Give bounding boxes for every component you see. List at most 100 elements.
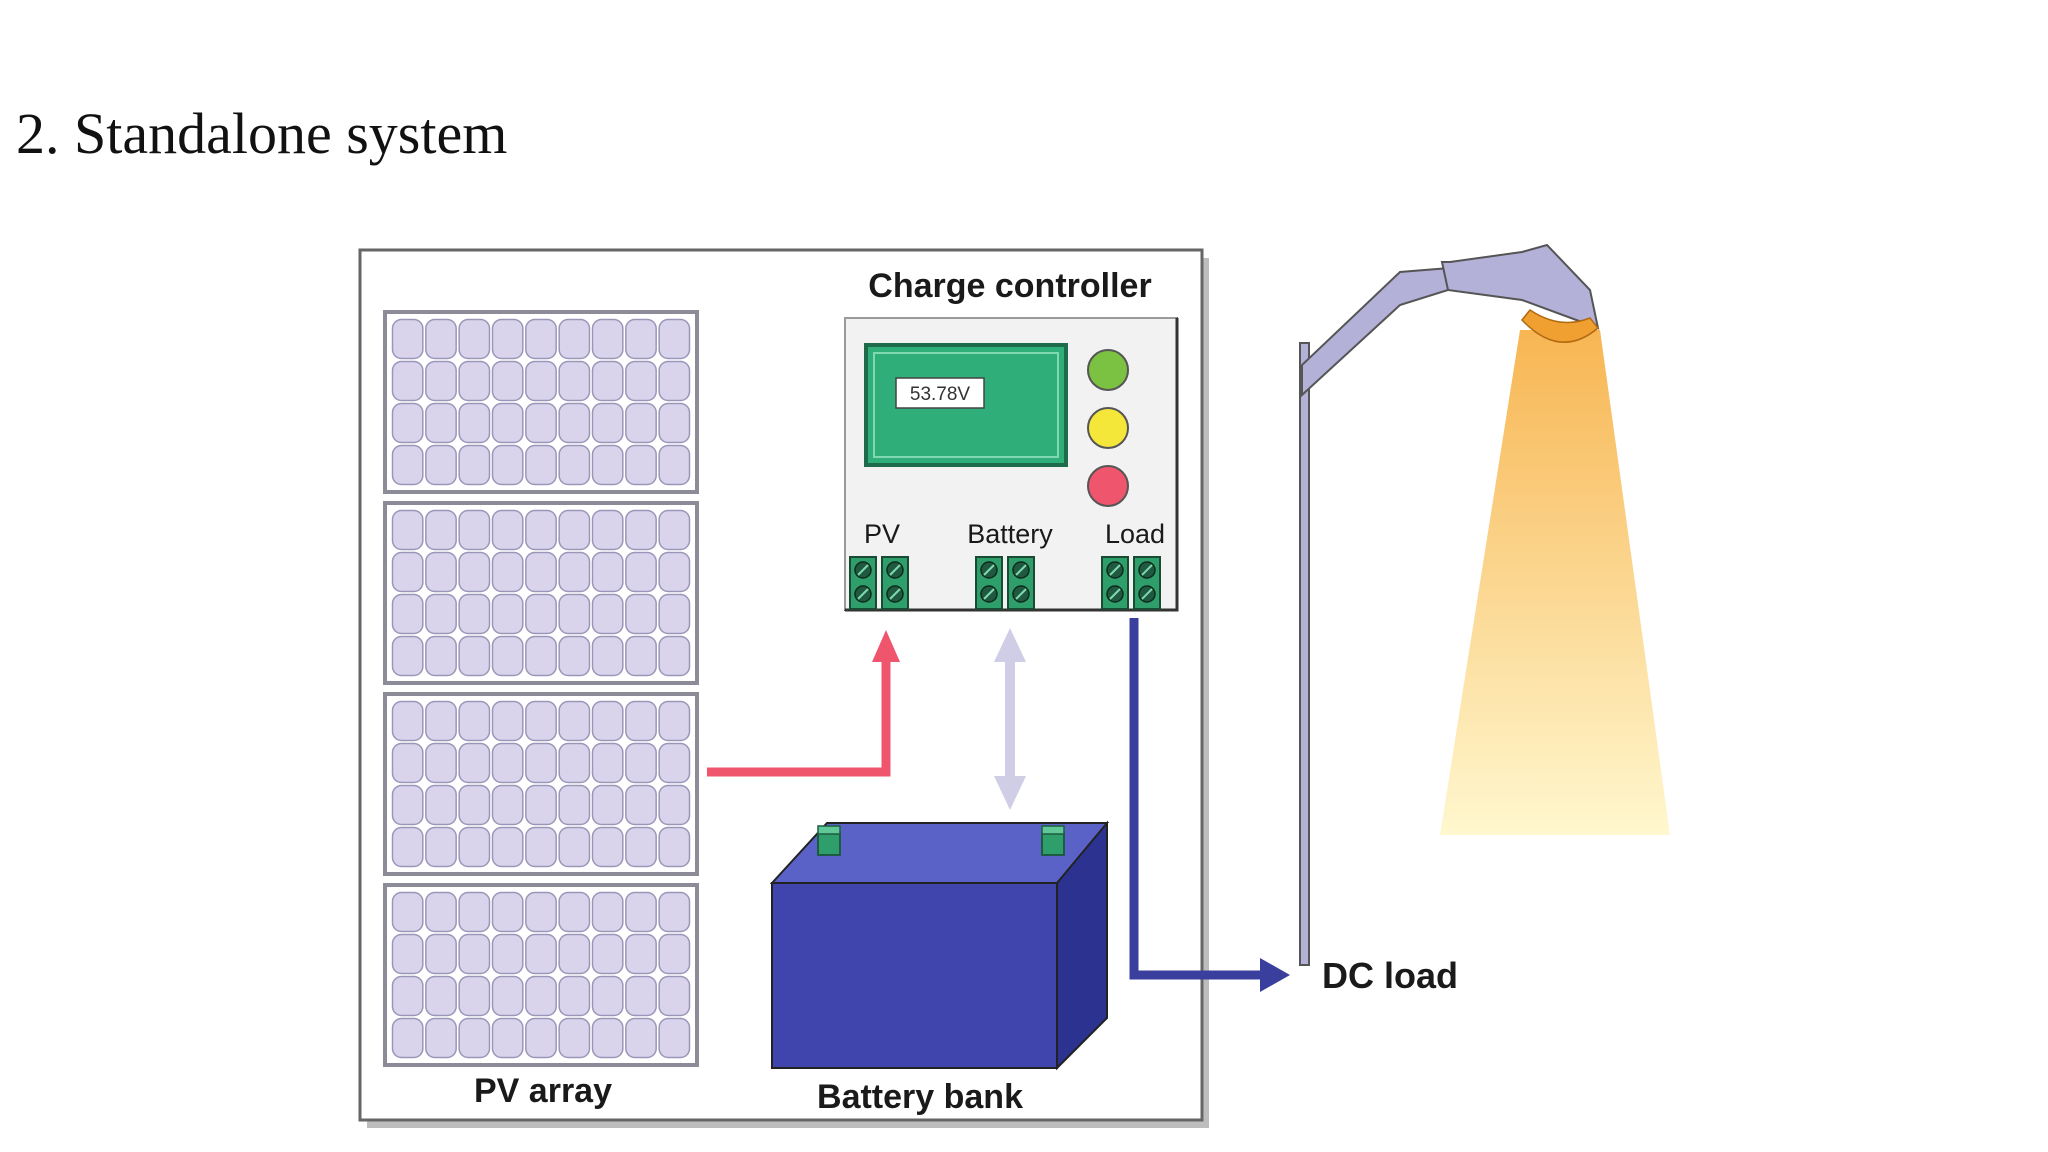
battery-bank-label: Battery bank xyxy=(817,1078,1023,1116)
pv-cell xyxy=(525,933,557,975)
lamp-arm xyxy=(1301,266,1452,398)
pv-cell xyxy=(658,509,691,551)
terminal-block xyxy=(1133,556,1161,610)
pv-cell xyxy=(591,635,624,677)
pv-panel xyxy=(383,501,699,685)
pv-cell xyxy=(558,1017,591,1059)
pv-cell xyxy=(491,593,524,635)
pv-cell xyxy=(525,1017,557,1059)
pv-cell xyxy=(625,593,657,635)
indicator-green xyxy=(1087,349,1129,391)
pv-cell xyxy=(391,635,424,677)
pv-cell xyxy=(625,551,657,593)
pv-cell xyxy=(491,742,524,784)
pv-arrow-head xyxy=(872,630,900,662)
pv-panel xyxy=(383,883,699,1067)
pv-cell xyxy=(458,635,491,677)
pv-cell xyxy=(591,360,624,402)
lamp-pole xyxy=(1299,342,1310,966)
pv-cell xyxy=(658,444,691,486)
pv-cell xyxy=(458,826,491,868)
pv-cell xyxy=(625,635,657,677)
pv-cell xyxy=(425,635,457,677)
pv-cell xyxy=(525,742,557,784)
pv-cell xyxy=(591,1017,624,1059)
pv-cell xyxy=(391,826,424,868)
pv-cell xyxy=(458,933,491,975)
pv-cell xyxy=(525,551,557,593)
battery-bank xyxy=(769,820,1110,1071)
pv-cell xyxy=(625,826,657,868)
terminal-block xyxy=(849,556,877,610)
pv-cell xyxy=(591,975,624,1017)
pv-cell xyxy=(625,891,657,933)
pv-cell xyxy=(425,891,457,933)
pv-cell xyxy=(558,742,591,784)
pv-cell xyxy=(658,402,691,444)
pv-cell xyxy=(625,360,657,402)
pv-cell xyxy=(591,742,624,784)
charge-controller-label: Charge controller xyxy=(868,267,1151,305)
pv-cell xyxy=(658,784,691,826)
pv-cell xyxy=(591,593,624,635)
pv-cell xyxy=(491,975,524,1017)
pv-cell xyxy=(558,593,591,635)
indicator-red xyxy=(1087,465,1129,507)
controller-to-load-arrow xyxy=(1129,618,1262,980)
pv-cell xyxy=(558,975,591,1017)
pv-cell xyxy=(658,360,691,402)
pv-cell xyxy=(391,551,424,593)
pv-panel xyxy=(383,692,699,876)
pv-cell xyxy=(425,402,457,444)
pv-cell xyxy=(425,1017,457,1059)
pv-cell xyxy=(591,318,624,360)
pv-cell xyxy=(558,700,591,742)
pv-cell xyxy=(558,360,591,402)
pv-cell xyxy=(391,784,424,826)
terminal-label-load: Load xyxy=(1105,519,1165,549)
pv-cell xyxy=(425,444,457,486)
pv-cell xyxy=(391,360,424,402)
pv-cell xyxy=(591,933,624,975)
pv-cell xyxy=(625,509,657,551)
dc-load-label: DC load xyxy=(1322,955,1458,996)
pv-cell xyxy=(391,933,424,975)
pv-cell xyxy=(658,635,691,677)
pv-cell xyxy=(491,891,524,933)
terminal-block xyxy=(1101,556,1129,610)
pv-cell xyxy=(558,318,591,360)
pv-cell xyxy=(425,742,457,784)
pv-cell xyxy=(491,444,524,486)
pv-cell xyxy=(525,826,557,868)
pv-cell xyxy=(625,402,657,444)
pv-panel xyxy=(383,310,699,494)
pv-cell xyxy=(658,891,691,933)
charge-controller: 53.78V PV Battery Load xyxy=(844,317,1179,612)
pv-cell xyxy=(458,975,491,1017)
pv-cell xyxy=(425,700,457,742)
pv-cell xyxy=(658,742,691,784)
pv-cell xyxy=(625,700,657,742)
indicator-yellow xyxy=(1087,407,1129,449)
terminal-block xyxy=(881,556,909,610)
pv-cell xyxy=(391,700,424,742)
pv-cell xyxy=(491,784,524,826)
pv-cell xyxy=(558,826,591,868)
pv-cell xyxy=(458,509,491,551)
pv-cell xyxy=(525,318,557,360)
battery-terminal-right xyxy=(1041,825,1065,856)
pv-cell xyxy=(625,784,657,826)
pv-cell xyxy=(625,933,657,975)
pv-cell xyxy=(425,318,457,360)
pv-cell xyxy=(491,826,524,868)
pv-cell xyxy=(658,1017,691,1059)
pv-cell xyxy=(591,402,624,444)
pv-cell xyxy=(458,784,491,826)
pv-cell xyxy=(491,551,524,593)
load-arrow-head xyxy=(1260,958,1290,992)
pv-cell xyxy=(558,635,591,677)
pv-cell xyxy=(625,444,657,486)
pv-cell xyxy=(525,891,557,933)
pv-cell xyxy=(525,700,557,742)
